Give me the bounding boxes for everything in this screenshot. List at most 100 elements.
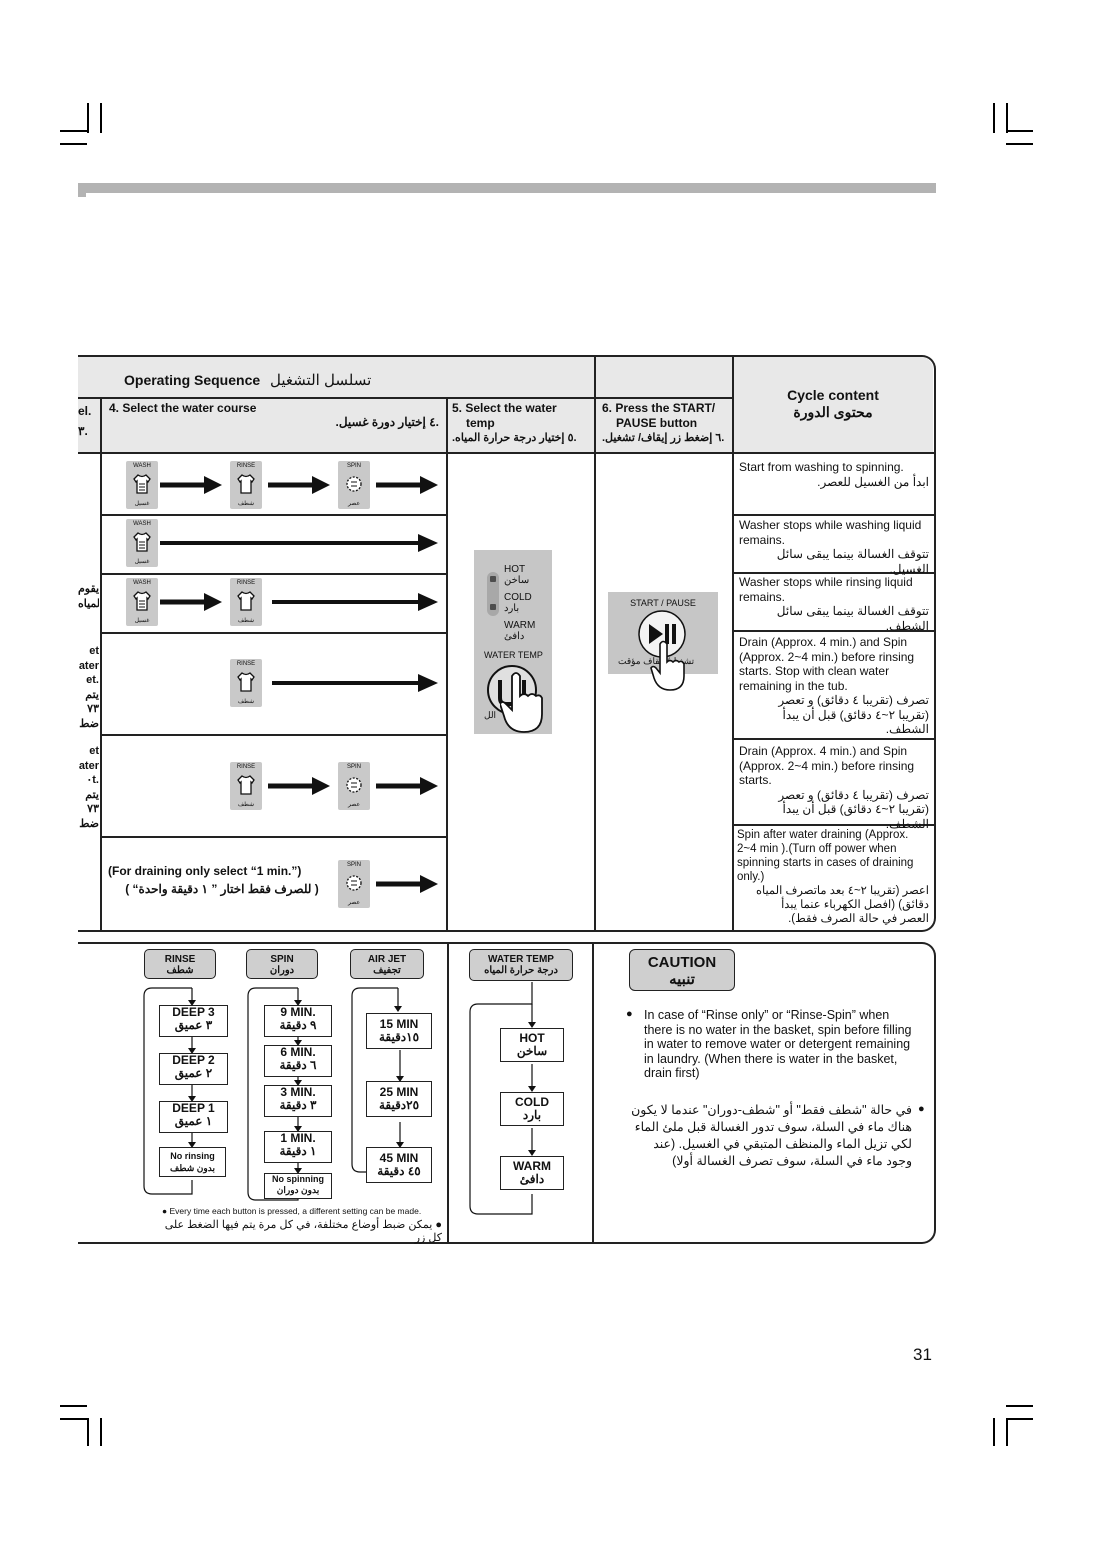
spin-option: 3 MIN.٣ دقيقة	[264, 1085, 332, 1117]
operating-sequence-title: Operating Sequence تسلسل التشغيل	[124, 372, 372, 389]
header-band	[733, 357, 933, 452]
crop-mark	[993, 1418, 995, 1446]
cycle-row-5: Drain (Approx. 4 min.) and Spin (Approx.…	[739, 744, 929, 831]
flow-arrow	[268, 476, 330, 494]
shirt-icon	[133, 591, 151, 611]
col4-header: 4. Select the water course .٤ إختيار دور…	[109, 401, 439, 429]
cycle-row-3: Washer stops while rinsing liquid remain…	[739, 575, 929, 633]
left-fragment-col: يقوم المياه	[78, 583, 99, 610]
grid-line	[78, 452, 934, 454]
col6-header: 6. Press the START/ PAUSE button .٦ إضغط…	[602, 401, 725, 444]
grid-line	[100, 734, 446, 736]
grid-line	[447, 944, 449, 1242]
flow-arrow	[376, 476, 438, 494]
rinse-cycle-loop	[143, 987, 196, 1195]
flow-arrow	[268, 777, 330, 795]
left-fragment-col: et ater et. يتم ٧٣ ضط	[78, 645, 99, 730]
flow-arrow	[160, 476, 222, 494]
water-temp-cycle-loop	[469, 982, 536, 1215]
crop-mark	[1006, 130, 1033, 132]
shirt-icon	[133, 474, 151, 494]
grid-line	[100, 397, 102, 930]
col5-header: 5. Select the water temp .٥ إختيار درجة …	[452, 401, 577, 444]
grid-line	[732, 514, 934, 516]
crop-mark	[1006, 103, 1008, 133]
wash-course-icon: WASH غسيل	[126, 461, 158, 509]
grid-line	[732, 572, 934, 574]
header-rule-tick	[78, 193, 86, 197]
settings-note-ar: ● يمكن ضبط أوضاع مختلفة، في كل مرة يتم ف…	[164, 1219, 442, 1244]
indicator-track	[487, 572, 499, 616]
crop-mark	[60, 143, 87, 145]
start-pause-ar-label: تشغيل/ إيقاف مؤقت	[618, 656, 695, 666]
crop-mark	[100, 1418, 102, 1446]
grid-line	[594, 357, 596, 930]
grid-line	[100, 573, 446, 575]
crop-mark	[87, 1418, 89, 1446]
spin-option: 6 MIN.٦ دقيقة	[264, 1045, 332, 1077]
crop-mark	[60, 1405, 87, 1407]
crop-mark	[1006, 1418, 1008, 1446]
grid-line	[100, 514, 446, 516]
left-fragment-col: et ater ٠t. يتم ٧٣ ضط	[78, 745, 99, 830]
grid-line	[732, 630, 934, 632]
flow-arrow	[272, 593, 438, 611]
spin-icon	[346, 875, 362, 891]
flow-arrow	[376, 875, 438, 893]
air-jet-cycle-loop	[351, 987, 404, 1173]
crop-mark	[60, 1418, 87, 1420]
spin-course-icon: SPIN عصر	[338, 762, 370, 810]
grid-line	[732, 824, 934, 826]
shirt-icon	[133, 532, 151, 552]
header-band	[594, 357, 732, 397]
spin-course-icon: SPIN عصر	[338, 860, 370, 908]
caution-text-en: In case of “Rinse only” or “Rinse-Spin” …	[644, 1008, 912, 1081]
rinse-course-icon: RINSE شطف	[230, 461, 262, 509]
flow-arrow	[272, 674, 438, 692]
grid-line	[446, 397, 448, 930]
shirt-icon	[237, 672, 255, 692]
crop-mark	[993, 103, 995, 133]
cycle-row-6: Spin after water draining (Approx. 2~4 m…	[737, 829, 929, 925]
pointing-hand-icon	[650, 640, 685, 691]
flow-arrow	[160, 593, 222, 611]
caution-text-ar: في حالة "شطف فقط" أو "شطف-دوران" عندما ل…	[631, 1103, 912, 1168]
crop-mark	[87, 103, 89, 133]
start-pause-button[interactable]	[636, 608, 688, 660]
crop-mark	[100, 103, 102, 133]
caution-bullet: ●	[626, 1008, 633, 1020]
cycle-content-header: Cycle content محتوى الدورة	[787, 387, 879, 420]
cycle-row-1: Start from washing to spinning. ابدأ من …	[739, 460, 929, 489]
cycle-row-4: Drain (Approx. 4 min.) and Spin (Approx.…	[739, 635, 929, 736]
spin-icon	[346, 777, 362, 793]
crop-mark	[1006, 1418, 1033, 1420]
settings-note-en: ● Every time each button is pressed, a d…	[162, 1206, 422, 1216]
drain-only-note: (For draining only select “1 min.”) ( لل…	[108, 864, 319, 896]
rinse-course-icon: RINSE شطف	[230, 762, 262, 810]
grid-line	[732, 738, 934, 740]
grid-line	[592, 944, 594, 1242]
panel-fragment-text: الل	[484, 710, 497, 720]
flow-arrow	[160, 534, 438, 552]
spin-option: 1 MIN.١ دقيقة	[264, 1131, 332, 1163]
rinse-course-icon: RINSE شطف	[230, 578, 262, 626]
page-number: 31	[913, 1345, 932, 1364]
header-band	[78, 397, 732, 452]
wash-course-icon: WASH غسيل	[126, 519, 158, 567]
